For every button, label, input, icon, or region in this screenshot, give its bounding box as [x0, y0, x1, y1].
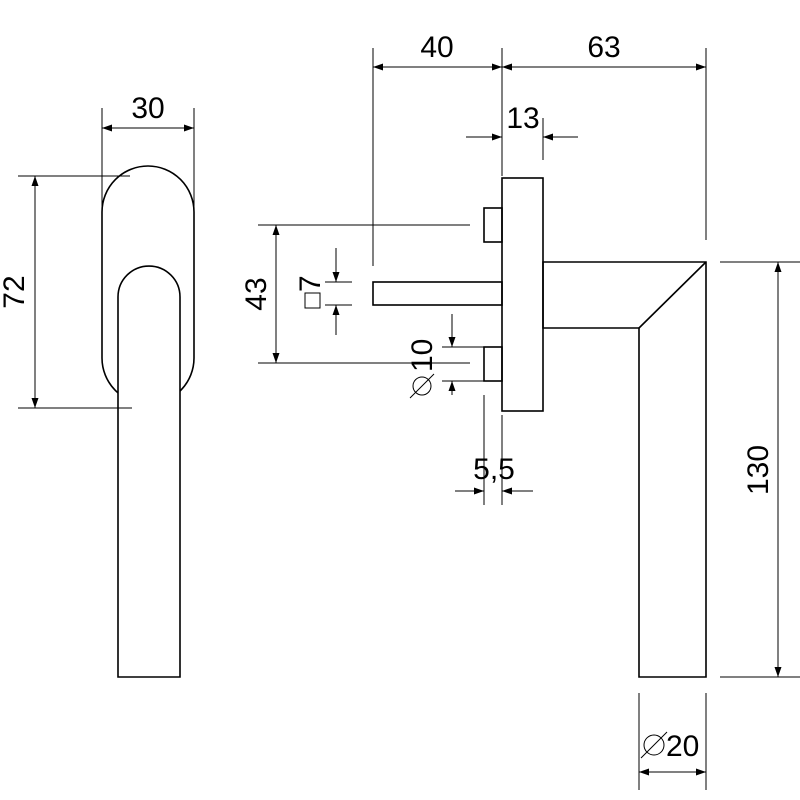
upper-pin: [483, 207, 503, 243]
dim-rose-13: 13: [466, 102, 578, 160]
dim-dia-20: 20: [638, 693, 707, 790]
side-lever: [542, 261, 707, 678]
dim-gap-5-5-label: 5,5: [473, 453, 515, 486]
rose-plate: [501, 177, 544, 412]
diameter-symbol-icon: [640, 731, 668, 759]
dim-spacing-43: 43: [240, 224, 470, 364]
dim-width-30: 30: [101, 92, 195, 210]
diameter-symbol-icon: [409, 373, 435, 399]
front-view: [101, 165, 195, 678]
dim-width-30-label: 30: [131, 92, 164, 125]
dim-height-130-label: 130: [742, 445, 775, 495]
dim-gap-5-5: 5,5: [455, 395, 533, 505]
square-spindle: [372, 281, 503, 306]
side-view: [372, 177, 707, 678]
lower-pin: [483, 346, 503, 382]
square-symbol-icon: [304, 292, 321, 309]
dim-length-63-label: 63: [587, 31, 620, 64]
dim-dia-10: 10: [406, 314, 484, 399]
dim-length-63: 63: [501, 31, 707, 240]
dim-rose-13-label: 13: [506, 102, 539, 135]
dim-height-72-label: 72: [0, 275, 31, 308]
dim-square-7-label: 7: [294, 275, 327, 292]
dim-spacing-43-label: 43: [240, 277, 273, 310]
dim-height-72: 72: [0, 175, 132, 409]
front-view-lever: [117, 265, 181, 678]
dim-height-130: 130: [720, 261, 800, 678]
dim-dia-10-label: 10: [406, 339, 439, 372]
dim-square-7: 7: [294, 248, 352, 335]
dim-offset-40: 40: [372, 31, 502, 266]
dim-offset-40-label: 40: [420, 31, 453, 64]
dim-dia-20-label: 20: [666, 730, 699, 763]
